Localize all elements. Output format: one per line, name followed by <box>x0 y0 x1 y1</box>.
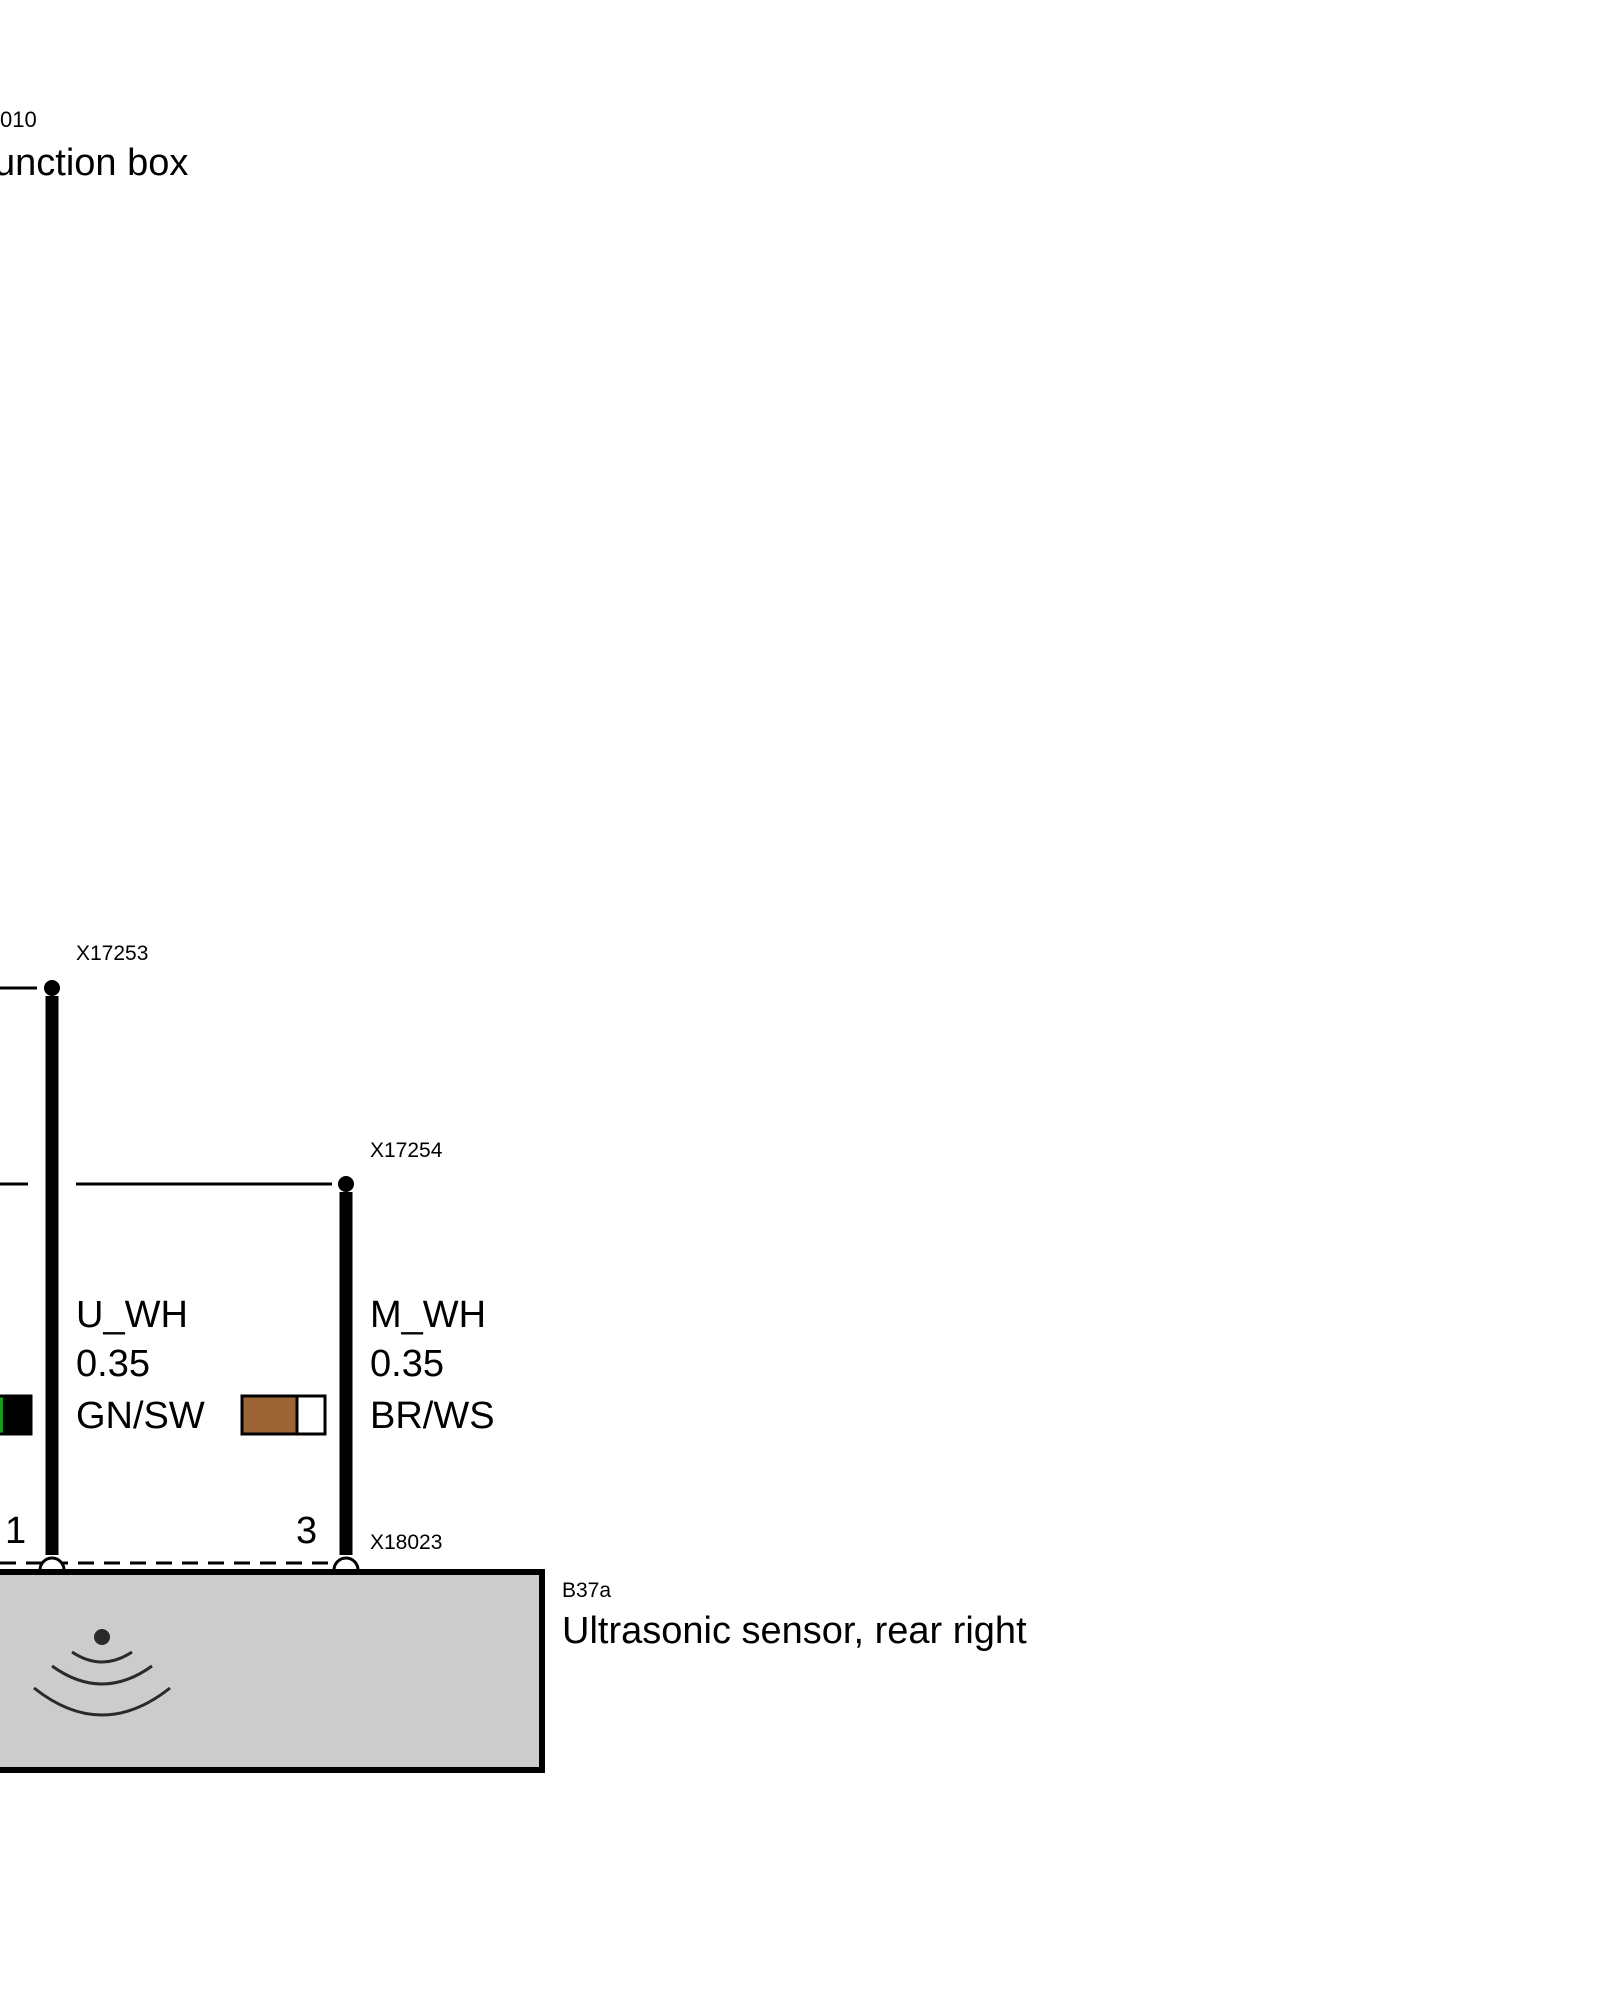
pin-1-contact <box>38 1556 66 1571</box>
wire-1-color-code: GN/SW <box>76 1395 205 1437</box>
wire-1-gauge: 0.35 <box>76 1343 150 1385</box>
splice-point-x17253 <box>44 980 60 996</box>
junction-box-id: 010 <box>0 107 37 132</box>
sensor-name: Ultrasonic sensor, rear right <box>562 1610 1027 1652</box>
splice-point-x17254 <box>338 1176 354 1192</box>
wire-1-color-swatch <box>0 1394 33 1436</box>
ultrasonic-waves-icon <box>33 1629 171 1717</box>
connector-x17253-label: X17253 <box>76 942 148 965</box>
connector-x18023-label: X18023 <box>370 1531 442 1554</box>
wire-1-signal: U_WH <box>76 1294 188 1336</box>
pin-3-contact <box>332 1556 360 1571</box>
wire-2-color-code: BR/WS <box>370 1395 495 1437</box>
junction-box-name: unction box <box>0 142 188 184</box>
wire-2-gauge: 0.35 <box>370 1343 444 1385</box>
pin-3-label: 3 <box>296 1510 317 1552</box>
ultrasonic-sensor-box <box>0 1569 545 1773</box>
pin-1-label: 1 <box>5 1510 26 1552</box>
connector-x17254-label: X17254 <box>370 1139 443 1162</box>
wire-2-color-swatch <box>240 1394 327 1436</box>
wire-2-signal: M_WH <box>370 1294 486 1336</box>
sensor-id: B37a <box>562 1579 611 1602</box>
